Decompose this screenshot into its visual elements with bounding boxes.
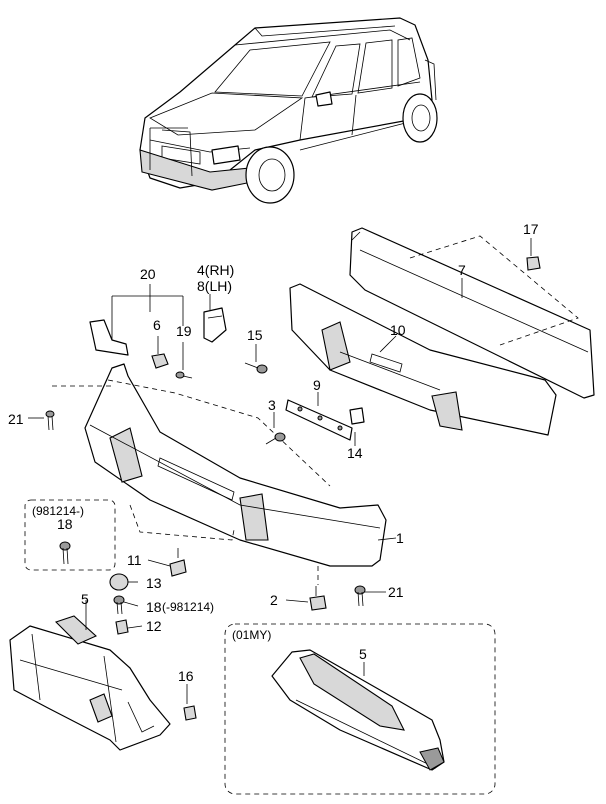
callout-7: 7 <box>458 262 466 278</box>
callout-18-code-range: (-981214) <box>162 600 215 614</box>
cap-13 <box>109 573 129 591</box>
callout-2: 2 <box>270 592 278 608</box>
callout-4-rh: 4(RH) <box>197 262 235 278</box>
callout-8-lh: 8(LH) <box>197 278 233 294</box>
variant-label-981214: (981214-) <box>32 504 85 518</box>
callout-18-code: 18 <box>146 599 162 615</box>
callout-15: 15 <box>247 327 263 343</box>
callout-9: 9 <box>313 377 321 393</box>
nut-17 <box>526 256 541 271</box>
bracket-9 <box>285 399 353 441</box>
bracket-4-8 <box>203 307 227 343</box>
callout-10: 10 <box>390 322 406 338</box>
guard-5-left <box>9 615 171 751</box>
vehicle-illustration <box>139 17 438 204</box>
callout-21-left: 21 <box>8 411 24 427</box>
callout-13: 13 <box>146 575 162 591</box>
callout-14: 14 <box>347 445 363 461</box>
callout-12: 12 <box>146 618 162 634</box>
variant-label-01my: (01MY) <box>232 628 272 642</box>
callout-1: 1 <box>396 530 404 546</box>
callout-21-right: 21 <box>388 584 404 600</box>
callout-3: 3 <box>268 397 276 413</box>
nut-12 <box>115 619 129 635</box>
callout-17: 17 <box>523 221 539 237</box>
leader-lines <box>28 238 532 704</box>
callout-19: 19 <box>176 323 192 339</box>
bumper-reinforcement-7 <box>349 227 595 399</box>
clip-2 <box>309 586 327 611</box>
callout-11: 11 <box>127 552 142 568</box>
nut-16 <box>183 705 197 721</box>
bolt-15 <box>244 362 268 374</box>
bolt-21-left <box>45 385 112 431</box>
callout-16: 16 <box>178 668 194 684</box>
bolt-18-code <box>113 595 125 615</box>
guard-5-01my <box>271 649 445 771</box>
callout-18-box: 18 <box>57 516 73 532</box>
bolt-21-right <box>354 585 366 607</box>
bolt-18-box <box>59 541 71 565</box>
callout-5-left: 5 <box>81 591 89 607</box>
callout-5-01my: 5 <box>359 646 367 662</box>
bolt-3 <box>265 432 286 445</box>
variant-box-981214 <box>24 499 116 571</box>
energy-absorber-10 <box>289 283 557 436</box>
nut-6 <box>151 353 169 369</box>
bolt-19 <box>175 371 193 379</box>
callout-20: 20 <box>140 266 156 282</box>
front-bumper-1 <box>84 363 387 585</box>
callout-6: 6 <box>153 317 161 333</box>
clip-14 <box>349 407 365 425</box>
side-bracket-20 <box>89 319 129 356</box>
clip-11 <box>169 548 187 577</box>
